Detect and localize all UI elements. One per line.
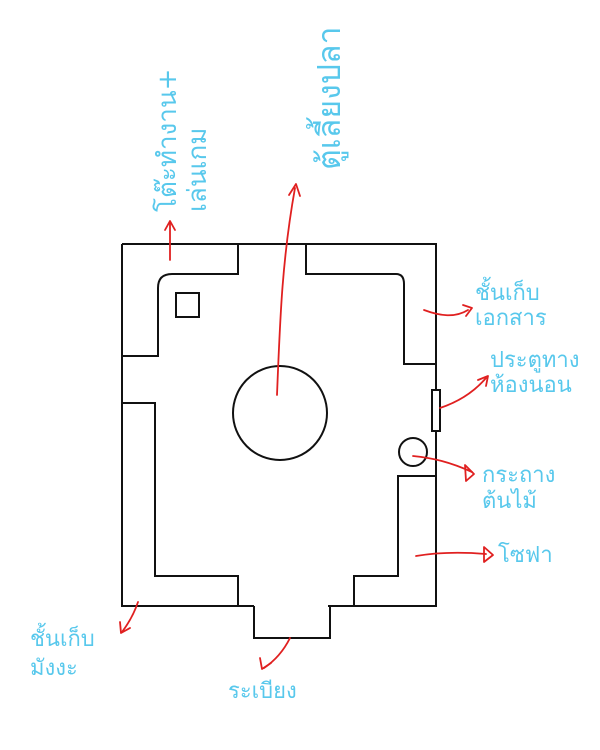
arrow-bedroom-door [439,375,489,409]
document-shelf-outline [305,244,436,365]
room-walls [121,243,437,607]
label-document-shelf: ชั้นเก็บ เอกสาร [475,277,547,331]
label-gaming-desk-line-1: โต๊ะทำงาน+ [152,69,183,212]
arrow-manga-shelf [119,601,139,634]
label-bedroom-door-line-1: ประตูทาง [490,348,579,373]
label-fish-tank-line-1: ตู้เลี้ยงปลา [306,26,349,170]
label-plant-pot-line-1: กระถาง [482,463,555,488]
label-balcony: ระเบียง [228,679,297,704]
label-gaming-desk: โต๊ะทำงาน+ เล่นเกม [152,60,213,212]
plant-pot-circle [398,437,428,467]
label-manga-shelf-line-1: ชั้นเก็บ [30,623,95,652]
label-manga-shelf: ชั้นเก็บ มังงะ [30,623,102,681]
label-bedroom-door: ประตูทาง ห้องนอน [490,348,586,398]
arrow-document-shelf [423,304,473,317]
sofa-outline [353,475,436,606]
wall-bottom-right [328,431,437,607]
manga-shelf-outline [122,402,239,606]
label-balcony-line-1: ระเบียง [228,679,297,704]
label-sofa-line-1: โซฟา [498,542,553,568]
monitor-square [175,292,200,318]
room-labels: โต๊ะทำงาน+ เล่นเกม ตู้เลี้ยงปลา ชั้นเก็บ… [30,26,586,704]
label-gaming-desk-line-2: เล่นเกม [183,128,213,212]
wall-left-bottom [121,244,254,607]
label-bedroom-door-line-2: ห้องนอน [490,373,572,398]
label-document-shelf-line-1: ชั้นเก็บ [475,277,540,306]
fish-tank-circle [232,365,328,461]
arrow-plant-pot [412,455,475,482]
wall-top-right [122,243,437,390]
label-plant-pot-line-2: ต้นไม้ [482,488,537,514]
annotation-arrows [119,183,494,670]
bedroom-door [431,389,441,432]
arrow-gaming-desk [164,220,176,261]
label-sofa: โซฟา [498,542,553,568]
gaming-desk-outline [122,244,239,357]
label-document-shelf-line-2: เอกสาร [475,306,547,331]
arrow-sofa [415,546,494,563]
balcony-outline [253,606,331,639]
arrow-balcony [259,637,291,670]
label-plant-pot: กระถาง ต้นไม้ [482,463,562,514]
label-fish-tank: ตู้เลี้ยงปลา [306,26,349,170]
arrow-fish-tank [276,183,301,396]
label-manga-shelf-line-2: มังงะ [30,656,78,681]
